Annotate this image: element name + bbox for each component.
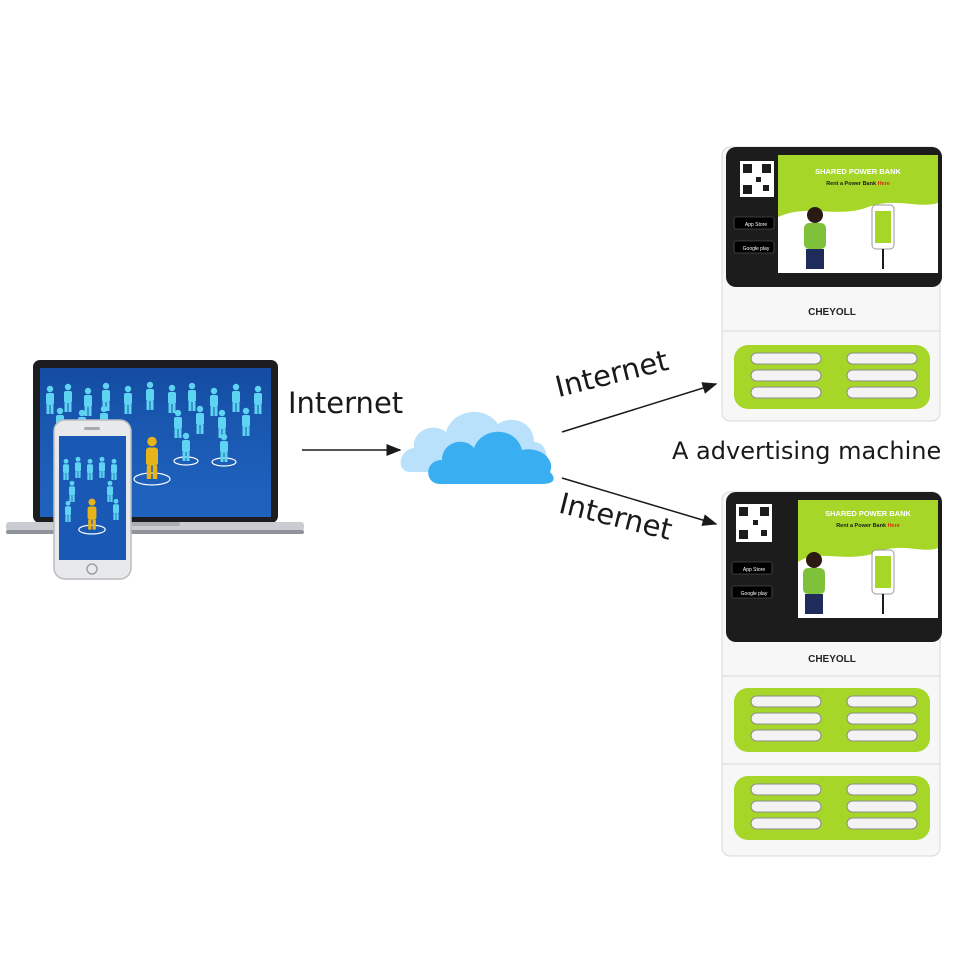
svg-text:Rent a Power Bank Here: Rent a Power Bank Here — [826, 181, 890, 187]
google-play-badge-icon: Google play — [731, 585, 773, 599]
qr-code-icon — [736, 504, 772, 542]
smartphone-icon — [53, 419, 132, 580]
svg-text:Rent a Power Bank Here: Rent a Power Bank Here — [836, 523, 900, 529]
app-store-badge-icon: App Store — [733, 216, 775, 230]
svg-text:CHEYOLL: CHEYOLL — [808, 654, 856, 665]
machine-caption: A advertising machine — [672, 437, 942, 465]
svg-text:App Store: App Store — [743, 567, 765, 573]
people-crowd-phone — [63, 456, 119, 535]
kiosk-brand: CHEYOLL — [808, 307, 856, 318]
screen-subtitle: Rent a Power Bank — [826, 181, 877, 187]
arrow-cloud-to-machine-lower — [561, 477, 718, 526]
devices-illustration — [6, 360, 304, 580]
svg-text:Google play: Google play — [741, 591, 768, 597]
internet-label-left: Internet — [288, 386, 404, 420]
kiosk-lower: SHARED POWER BANK Rent a Power Bank Here… — [721, 491, 942, 857]
screen-subtitle-emph: Here — [878, 181, 890, 187]
app-store-badge-icon: App Store — [731, 561, 773, 575]
qr-code-icon — [740, 161, 774, 197]
arrow-cloud-to-machine-upper — [561, 382, 718, 433]
svg-text:SHARED POWER BANK: SHARED POWER BANK — [825, 509, 911, 518]
slot-group — [750, 352, 918, 399]
svg-text:App Store: App Store — [745, 222, 767, 228]
screen-title: SHARED POWER BANK — [815, 167, 901, 176]
slot-group — [750, 695, 918, 830]
kiosk-upper: SHARED POWER BANK Rent a Power Bank Here… — [721, 146, 942, 422]
svg-text:Google play: Google play — [743, 246, 770, 252]
cloud-icon — [400, 411, 554, 484]
google-play-badge-icon: Google play — [733, 240, 775, 254]
